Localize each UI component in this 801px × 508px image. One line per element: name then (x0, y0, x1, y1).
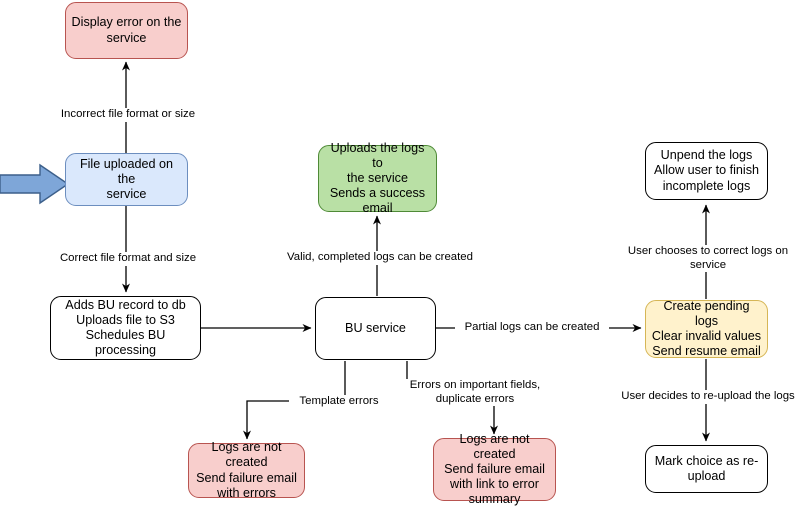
node-file-uploaded[interactable]: File uploaded on the service (65, 153, 188, 206)
edge-label-correct-format: Correct file format and size (56, 252, 200, 266)
node-logs-not-created-errors[interactable]: Logs are not created Send failure email … (188, 440, 305, 500)
edge-label-incorrect-format: Incorrect file format or size (56, 108, 200, 122)
edge-label-partial-logs: Partial logs can be created (455, 321, 609, 335)
edge-label-user-corrects: User chooses to correct logs on service (608, 245, 801, 273)
node-logs-not-created-link[interactable]: Logs are not created Send failure email … (433, 432, 556, 506)
node-create-pending-logs[interactable]: Create pending logs Clear invalid values… (645, 299, 768, 358)
block-arrow-icon (0, 163, 70, 205)
node-unpend-logs[interactable]: Unpend the logs Allow user to finish inc… (645, 142, 768, 200)
node-bu-service[interactable]: BU service (315, 297, 436, 360)
edge-label-errors-important: Errors on important fields, duplicate er… (392, 379, 558, 407)
edge-label-template-errors: Template errors (289, 395, 389, 409)
node-adds-bu-record[interactable]: Adds BU record to db Uploads file to S3 … (50, 296, 201, 360)
edge-label-user-reupload: User decides to re-upload the logs (615, 390, 801, 404)
node-display-error[interactable]: Display error on the service (65, 2, 188, 59)
node-mark-choice-reupload[interactable]: Mark choice as re- upload (645, 445, 768, 493)
edge-label-valid-completed: Valid, completed logs can be created (283, 251, 477, 265)
node-uploads-logs[interactable]: Uploads the logs to the service Sends a … (318, 141, 437, 215)
